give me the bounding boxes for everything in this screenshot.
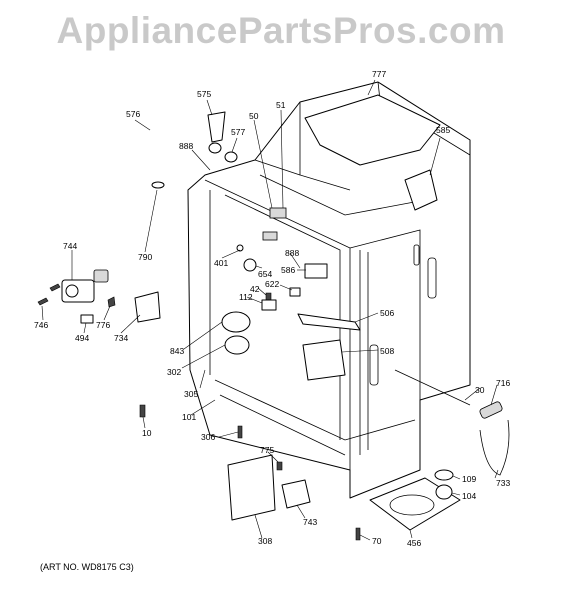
callout-30: 30: [475, 385, 485, 395]
callout-308: 308: [258, 536, 273, 546]
callout-743: 743: [303, 517, 318, 527]
spray-arm-506: [297, 313, 361, 331]
spring-30: [394, 369, 471, 406]
hose-outer: [99, 129, 162, 269]
callout-575: 575: [197, 89, 212, 99]
callout-654: 654: [258, 269, 273, 279]
dispenser-508: [302, 339, 346, 381]
callout-494: 494: [75, 333, 90, 343]
callout-109: 109: [462, 474, 477, 484]
hose-inner: [99, 128, 164, 271]
part-104: [435, 484, 453, 500]
watermark: AppliancePartsPros.com: [56, 10, 506, 51]
screw-775: [276, 461, 283, 471]
cable-733: [479, 419, 510, 476]
callout-306: 306: [201, 432, 216, 442]
callout-585: 585: [436, 125, 451, 135]
part-716: [479, 401, 503, 419]
part-654: [243, 258, 257, 272]
callout-302: 302: [167, 367, 182, 377]
control-308: [227, 454, 276, 521]
screw-746a: [37, 297, 49, 306]
float-575: [207, 111, 226, 143]
callout-733: 733: [496, 478, 511, 488]
callout-744: 744: [63, 241, 78, 251]
callout-777: 777: [372, 69, 387, 79]
bracket-494: [80, 314, 94, 324]
art-number: (ART NO. WD8175 C3): [40, 562, 134, 572]
callout-51: 51: [276, 100, 286, 110]
callout-456: 456: [407, 538, 422, 548]
part-586: [304, 263, 328, 279]
bracket-51: [262, 231, 278, 241]
callout-716: 716: [496, 378, 511, 388]
pump-assembly: [61, 269, 109, 303]
callout-577: 577: [231, 127, 246, 137]
callout-622: 622: [265, 279, 280, 289]
callout-42: 42: [250, 284, 260, 294]
top-vent: [304, 94, 441, 166]
bracket-50: [269, 207, 287, 219]
callout-888-mid: 888: [285, 248, 300, 258]
clamp: [151, 181, 165, 189]
callout-104: 104: [462, 491, 477, 501]
callout-401: 401: [214, 258, 229, 268]
callout-506: 506: [380, 308, 395, 318]
callout-576: 576: [126, 109, 141, 119]
callout-305: 305: [184, 389, 199, 399]
float-base: [208, 142, 222, 154]
part-401: [236, 244, 244, 252]
nut-577: [224, 151, 238, 163]
callout-843: 843: [170, 346, 185, 356]
callout-746: 746: [34, 320, 49, 330]
callout-50: 50: [249, 111, 259, 121]
screw-746b: [49, 283, 61, 292]
callout-508: 508: [380, 346, 395, 356]
leveler-70: [355, 527, 361, 541]
part-843: [221, 311, 251, 333]
part-622: [289, 287, 301, 297]
part-109: [434, 469, 454, 481]
part-10: [139, 404, 146, 418]
screw-776: [107, 296, 116, 308]
vent-585: [404, 169, 438, 211]
part-306: [237, 425, 243, 439]
callout-888-top: 888: [179, 141, 194, 151]
callout-775: 775: [260, 445, 275, 455]
part-112: [261, 299, 277, 311]
callout-101: 101: [182, 412, 197, 422]
callout-790: 790: [138, 252, 153, 262]
callout-70: 70: [372, 536, 382, 546]
callout-10: 10: [142, 428, 152, 438]
leader-lines: [41, 79, 499, 541]
callout-734: 734: [114, 333, 129, 343]
callout-586: 586: [281, 265, 296, 275]
part-743: [281, 479, 311, 509]
callout-776: 776: [96, 320, 111, 330]
base-opening: [389, 494, 435, 516]
callout-112: 112: [239, 292, 253, 302]
part-302: [224, 335, 250, 355]
switch-734: [134, 291, 161, 323]
